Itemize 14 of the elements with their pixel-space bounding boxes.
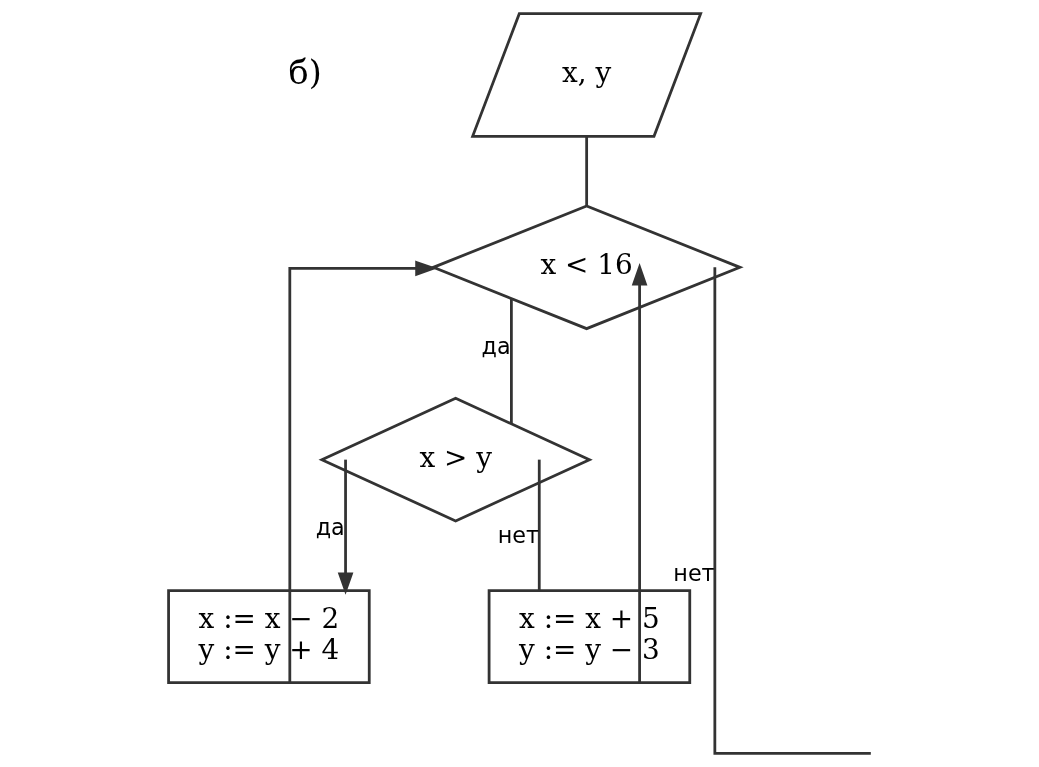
label: б) xyxy=(288,52,322,92)
arrow xyxy=(631,263,647,683)
node-diamond: x > y xyxy=(318,396,593,523)
node-box: x := x − 2 y := y + 4 xyxy=(166,589,371,684)
connector xyxy=(537,459,541,591)
arrow xyxy=(287,260,438,683)
connector xyxy=(712,267,871,755)
connector xyxy=(584,136,588,206)
arrow xyxy=(337,459,353,595)
connector xyxy=(509,298,513,424)
edge-label: да xyxy=(481,332,511,359)
node-diamond: x < 16 xyxy=(429,204,744,331)
node-box: x := x + 5 y := y − 3 xyxy=(487,589,691,684)
edge-label: нет xyxy=(672,560,715,587)
